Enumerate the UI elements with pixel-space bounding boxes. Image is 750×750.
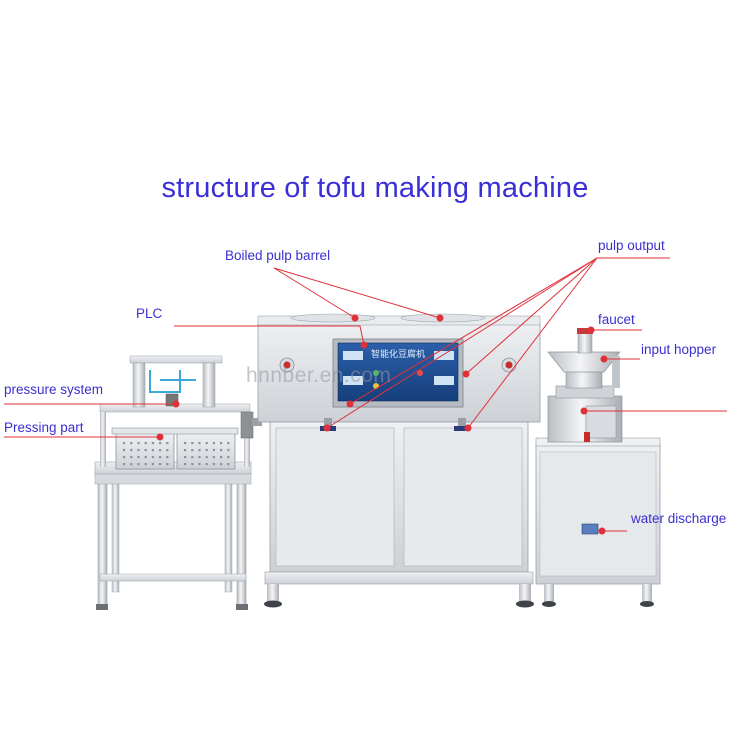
- box-hole: [137, 456, 140, 459]
- dot-water-discharge: [598, 527, 606, 535]
- leader-boiled-pulp-1: [273, 267, 356, 319]
- box-hole: [123, 456, 126, 459]
- box-hole: [151, 442, 154, 445]
- dot-pressure: [172, 400, 180, 408]
- dot-output-2: [464, 424, 472, 432]
- dot-output-3: [346, 400, 354, 408]
- box-hole: [159, 449, 162, 452]
- main-cabinet: 智能化豆腐机: [252, 313, 541, 608]
- box-hole: [184, 456, 187, 459]
- box-hole: [151, 449, 154, 452]
- box-hole: [227, 449, 230, 452]
- dot-plc: [360, 341, 368, 349]
- box-hole: [198, 463, 201, 466]
- box-hole: [166, 442, 169, 445]
- box-hole: [198, 442, 201, 445]
- box-hole: [212, 449, 215, 452]
- label-boiled-pulp-barrel: Boiled pulp barrel: [225, 248, 331, 263]
- box-hole: [191, 456, 194, 459]
- box-hole: [227, 463, 230, 466]
- box-hole: [184, 442, 187, 445]
- box-hole: [166, 463, 169, 466]
- pressing-boxes: [111, 427, 239, 470]
- box-hole: [198, 456, 201, 459]
- box-hole: [130, 449, 133, 452]
- label-input-hopper: input hopper: [641, 342, 717, 357]
- box-hole: [137, 463, 140, 466]
- box-hole: [227, 456, 230, 459]
- box-hole: [123, 449, 126, 452]
- box-hole: [212, 463, 215, 466]
- box-hole: [166, 449, 169, 452]
- box-hole: [220, 442, 223, 445]
- label-water-discharge: water discharge: [631, 511, 727, 526]
- dot-output-1: [323, 424, 331, 432]
- leader-dots: [156, 314, 608, 535]
- box-hole: [151, 456, 154, 459]
- box-hole: [123, 442, 126, 445]
- box-hole: [198, 449, 201, 452]
- watermark: hnnber.en.com: [246, 364, 392, 387]
- dot-hopper: [600, 355, 608, 363]
- label-faucet: faucet: [598, 312, 635, 327]
- box-hole: [159, 463, 162, 466]
- label-plc: PLC: [136, 306, 163, 321]
- box-hole: [144, 463, 147, 466]
- box-hole: [191, 442, 194, 445]
- dot-grinder: [580, 407, 588, 415]
- leader-pulp-output-1: [326, 257, 598, 429]
- box-hole: [130, 463, 133, 466]
- dot-barrel-2: [436, 314, 444, 322]
- label-pulp-output: pulp output: [598, 238, 665, 253]
- box-hole: [205, 449, 208, 452]
- leader-pulp-output-4: [465, 257, 598, 375]
- leader-pulp-output-2: [467, 257, 598, 429]
- box-hole: [159, 442, 162, 445]
- box-hole: [184, 463, 187, 466]
- box-hole: [220, 456, 223, 459]
- box-hole: [144, 449, 147, 452]
- diagram-title: structure of tofu making machine: [161, 172, 589, 204]
- leader-boiled-pulp-2: [273, 267, 441, 319]
- dot-output-4: [462, 370, 470, 378]
- box-hole: [144, 456, 147, 459]
- box-hole: [191, 463, 194, 466]
- dot-pressing: [156, 433, 164, 441]
- box-hole: [220, 449, 223, 452]
- box-hole: [191, 449, 194, 452]
- box-hole: [130, 442, 133, 445]
- dot-faucet: [587, 326, 595, 334]
- box-hole: [205, 442, 208, 445]
- panel-title: 智能化豆腐机: [371, 348, 425, 360]
- box-hole: [159, 456, 162, 459]
- leader-plc: [174, 325, 365, 346]
- pressure-system: [129, 355, 254, 439]
- label-pressing-part: Pressing part: [4, 420, 84, 435]
- box-hole: [220, 463, 223, 466]
- label-pressure-system: pressure system: [4, 382, 104, 397]
- dot-barrel-1: [351, 314, 359, 322]
- box-hole: [137, 442, 140, 445]
- box-hole: [227, 442, 230, 445]
- box-hole: [212, 456, 215, 459]
- box-hole: [205, 456, 208, 459]
- box-hole: [205, 463, 208, 466]
- box-hole: [130, 456, 133, 459]
- box-hole: [151, 463, 154, 466]
- box-hole: [137, 449, 140, 452]
- grinder-unit: [535, 328, 661, 607]
- pressing-table: [94, 403, 252, 610]
- box-hole: [144, 442, 147, 445]
- box-hole: [184, 449, 187, 452]
- box-hole: [212, 442, 215, 445]
- box-hole: [166, 456, 169, 459]
- box-hole: [123, 463, 126, 466]
- leader-pulp-output-3: [349, 257, 598, 405]
- leader-lines: [4, 257, 727, 532]
